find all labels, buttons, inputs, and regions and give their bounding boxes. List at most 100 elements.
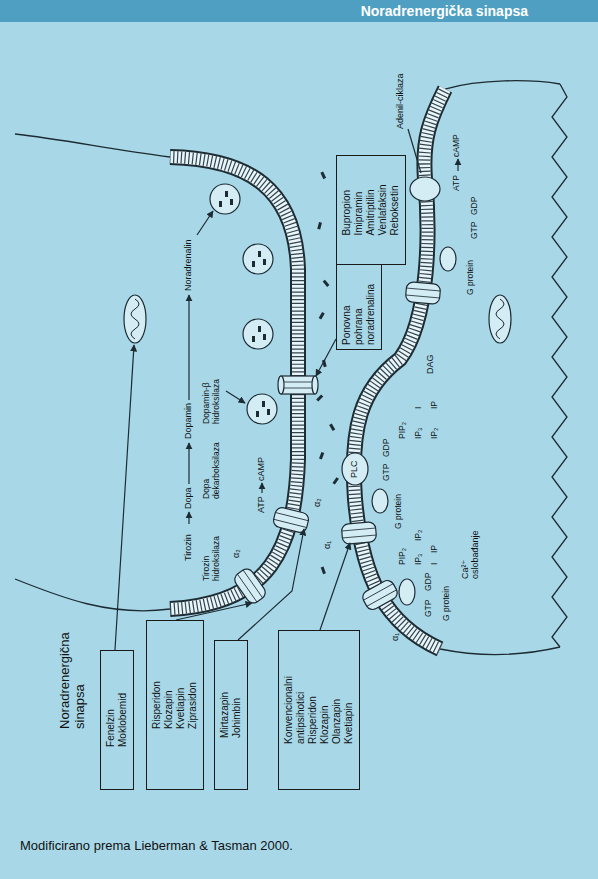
receptor-body (360, 578, 399, 612)
mitochondrion (124, 295, 146, 343)
axon-outline (15, 134, 170, 157)
noradrenaline-molecule (323, 280, 330, 287)
vesicle (243, 319, 273, 349)
diagram-label: I (430, 563, 440, 565)
pointer-arrow (176, 603, 252, 620)
drug-list: Risperidon Klozapin Kvetiapin Ziprasidon (151, 681, 199, 729)
diagram-label: ATP (452, 175, 462, 191)
diagram-label: IP₂ (430, 428, 440, 439)
drug-list: Konvencionalni antipsihotici Risperidon … (283, 676, 355, 744)
beta-receptor (405, 282, 441, 305)
vesicle-wall (243, 319, 273, 349)
noradrenaline-molecule (319, 452, 324, 460)
drug-box: Fenelzin Moklobemid (100, 650, 134, 790)
diagram-label: IP (430, 545, 440, 553)
transporter-end (278, 376, 284, 394)
diagram-label: GTP (382, 464, 392, 481)
presynaptic-membrane (170, 157, 298, 609)
pathway-arrow (261, 483, 262, 493)
noradrenaline-molecule (329, 424, 335, 432)
diagram-label: G protein (442, 586, 452, 621)
vesicle (243, 244, 273, 274)
phospholipase-c (342, 453, 368, 485)
pointer-arrows (115, 129, 458, 650)
cut-edge (552, 84, 567, 647)
drug-box: Bupropion Imipramin Amitriptilin Venlafa… (336, 155, 406, 265)
vesicle (247, 394, 277, 424)
drug-box: Mirtazapin Johimbin (214, 640, 248, 790)
receptor-body (405, 282, 441, 305)
receptor-helix (342, 528, 376, 531)
receptor-helix (274, 519, 307, 527)
noradrenaline-molecule (263, 259, 266, 265)
diagram-label: IP (430, 401, 440, 409)
drug-box: Ponovna pohrana noradrenalina (336, 264, 382, 350)
mitochondrion-outer (124, 295, 146, 343)
noradrenaline-molecule (267, 409, 270, 415)
receptor-helix (237, 574, 257, 602)
vesicle-wall (210, 184, 240, 214)
receptor-helix (406, 288, 440, 291)
reuptake-transporter (278, 376, 318, 394)
diagram-label: Dopamin (183, 403, 193, 439)
diagram-label: Tirozin hidroksilaza (202, 531, 222, 581)
mitochondrion-cristae (496, 299, 504, 339)
noradrenaline-molecule (319, 312, 325, 320)
g-protein (372, 489, 388, 513)
diagram-label: I (414, 407, 424, 409)
receptor-helix (342, 535, 376, 538)
receptor-helix (243, 570, 263, 598)
g-protein (399, 579, 415, 605)
receptor-helix (363, 584, 393, 600)
diagram-label: Dopa dekarboksilaza (202, 435, 222, 499)
drug-list: Fenelzin Moklobemid (105, 693, 129, 747)
leader-line (408, 129, 421, 173)
noradrenaline-molecule (225, 191, 228, 197)
noradrenaline-molecule (252, 261, 255, 267)
vesicle (210, 184, 240, 214)
diagram-label: Noradrenalin (183, 239, 193, 291)
diagram-label: Noradrenergična sinapsa (58, 619, 88, 729)
diagram-label: Dopa (183, 487, 193, 509)
diagram-label: PIP₂ (398, 422, 408, 439)
noradrenaline-molecule (263, 334, 266, 340)
pointer-arrow (238, 529, 304, 640)
vesicle-wall (247, 394, 277, 424)
pathway-arrow (188, 443, 189, 484)
drug-box: Konvencionalni antipsihotici Risperidon … (278, 630, 360, 790)
drug-list: Bupropion Imipramin Amitriptilin Venlafa… (341, 184, 401, 235)
drug-list: Mirtazapin Johimbin (219, 692, 243, 738)
diagram-label: G protein (394, 494, 404, 529)
mitochondrion-cristae (131, 299, 139, 339)
page-title: Noradrenergička sinapsa (361, 3, 528, 19)
pathway-arrow (226, 391, 245, 403)
diagram-label: PIP₂ (398, 548, 408, 565)
diagram-label: GDP (424, 573, 434, 591)
diagram-label: ATP (256, 496, 266, 513)
diagram-label: IP₃ (414, 554, 424, 566)
mitochondrion-outer (489, 295, 511, 343)
diagram-label: GDP (470, 197, 480, 215)
diagram-label: PLC (349, 460, 359, 478)
cell-outline (440, 647, 560, 655)
diagram-label: G protein (466, 260, 476, 295)
mitochondrion (489, 295, 511, 343)
diagram-label: α₂ (312, 498, 322, 507)
noradrenaline-molecule (252, 336, 255, 342)
presynaptic-membrane (170, 157, 298, 609)
diagram-label: GTP (470, 222, 480, 239)
noradrenaline-molecule (317, 222, 322, 230)
title-bar: Noradrenergička sinapsa (0, 0, 598, 22)
noradrenaline-molecule (258, 251, 261, 257)
noradrenaline-molecule (230, 199, 233, 205)
diagram-label: α₂ (231, 549, 241, 558)
receptor-helix (367, 590, 397, 606)
receptor-body (232, 566, 268, 605)
diagram-label: GDP (382, 439, 392, 457)
receptor-body (341, 522, 377, 545)
noradrenaline-molecule (262, 401, 265, 407)
noradrenaline-molecule (320, 172, 326, 180)
cell-outline (445, 81, 560, 89)
diagram-label: cAMP (256, 457, 266, 481)
